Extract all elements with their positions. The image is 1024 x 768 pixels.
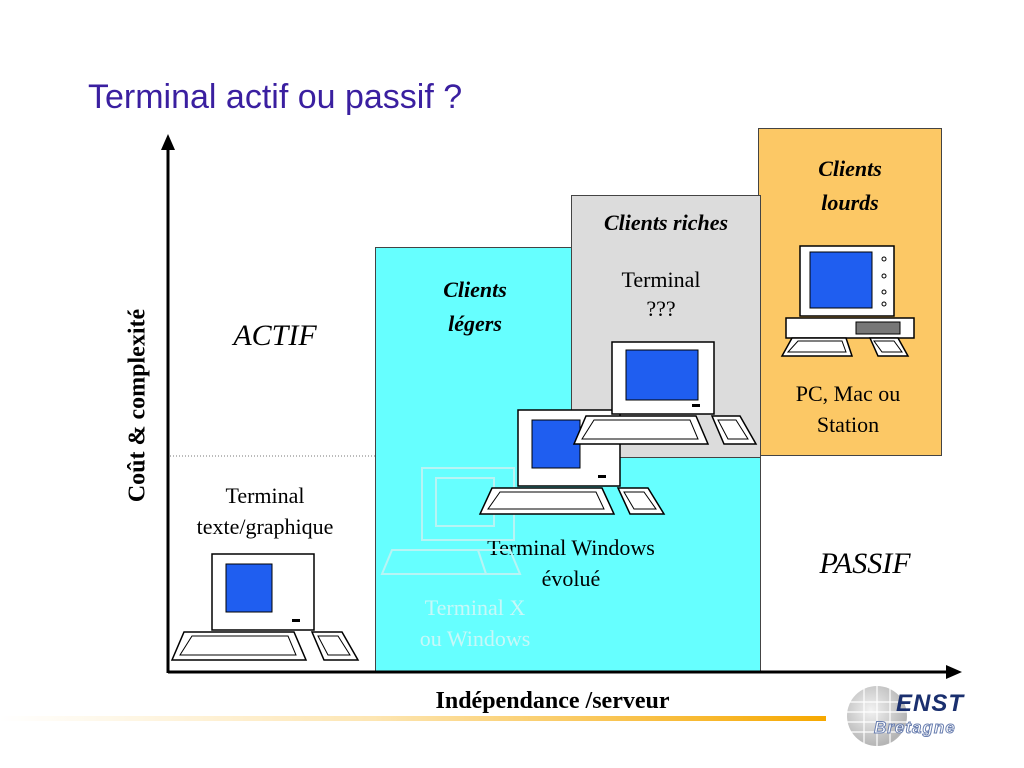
clients-lourds-line2: lourds bbox=[821, 190, 879, 215]
terminal-windows-label: Terminal Windows évolué bbox=[462, 532, 680, 594]
footer-line bbox=[0, 716, 826, 721]
enst-logo: ENST Bretagne bbox=[838, 680, 988, 750]
terminal-riche-computer-icon bbox=[572, 341, 758, 445]
zone-passif: PASSIF bbox=[819, 547, 911, 580]
pc-mac-label: PC, Mac ou Station bbox=[768, 378, 928, 440]
terminal-texte-line1: Terminal bbox=[225, 483, 305, 508]
pc-mac-line1: PC, Mac ou bbox=[795, 381, 901, 406]
terminal-texte-label: Terminal texte/graphique bbox=[175, 480, 355, 542]
terminal-texte-line2: texte/graphique bbox=[196, 514, 334, 539]
clients-legers-line1: Clients bbox=[443, 277, 507, 302]
pc-mac-line2: Station bbox=[816, 412, 880, 437]
logo-bretagne-text: Bretagne bbox=[874, 718, 956, 738]
clients-legers-line2: légers bbox=[448, 311, 502, 336]
clients-riches-label: Clients riches bbox=[603, 210, 729, 235]
logo-enst-text: ENST bbox=[896, 690, 965, 717]
globe-icon bbox=[847, 686, 907, 746]
terminal-windows-line1: Terminal Windows bbox=[487, 535, 655, 560]
terminal-x-label: Terminal X ou Windows bbox=[395, 592, 555, 654]
clients-lourds-label: Clients lourds bbox=[770, 153, 930, 218]
terminal-riche-line2: ??? bbox=[646, 296, 676, 321]
terminal-x-line2: ou Windows bbox=[419, 626, 531, 651]
terminal-riche-label: Terminal ??? bbox=[586, 264, 736, 324]
terminal-riche-line1: Terminal bbox=[621, 267, 701, 292]
page-title: Terminal actif ou passif ? bbox=[88, 78, 463, 116]
clients-lourds-line1: Clients bbox=[818, 156, 882, 181]
x-axis-label: Indépendance /serveur bbox=[435, 688, 670, 714]
y-axis-label-text: Coût & complexité bbox=[124, 308, 151, 503]
terminal-windows-line2: évolué bbox=[541, 566, 601, 591]
clients-legers-label: Clients légers bbox=[400, 274, 550, 339]
terminal-texte-computer-icon bbox=[170, 553, 360, 661]
terminal-x-line1: Terminal X bbox=[424, 595, 526, 620]
zone-actif: ACTIF bbox=[233, 319, 317, 352]
pc-mac-computer-icon bbox=[780, 245, 915, 357]
